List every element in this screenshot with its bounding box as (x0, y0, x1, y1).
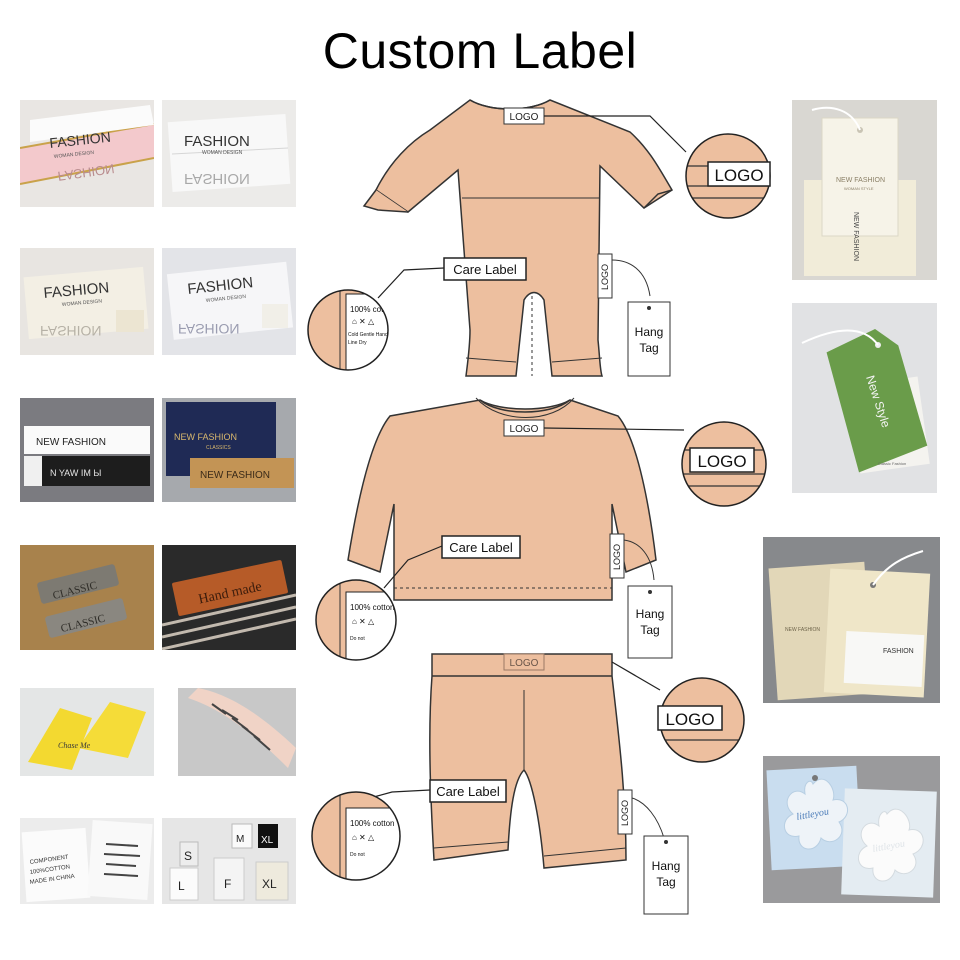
svg-text:WOMAN STYLE: WOMAN STYLE (844, 186, 874, 191)
svg-text:Hang: Hang (652, 859, 681, 873)
svg-text:FASHION: FASHION (184, 133, 250, 150)
svg-text:XL: XL (261, 835, 274, 846)
svg-text:Hang: Hang (635, 325, 664, 339)
pink-care-label-photo (178, 688, 296, 776)
romper-care-label-text: Care Label (453, 262, 517, 277)
svg-text:L: L (178, 879, 185, 893)
metal-plate-label-photo: CLASSIC CLASSIC (20, 545, 154, 650)
svg-text:FASHION: FASHION (40, 323, 101, 339)
svg-text:Hang: Hang (636, 607, 665, 621)
shirt-care-label-tag (441, 535, 521, 559)
size-tab-labels-photo: S M L F XL XL (162, 818, 296, 904)
white-fold-label-photo: FASHION WOMAN DESIGN FASHION (162, 100, 296, 207)
white-care-label-photo: COMPONENT 100%COTTON MADE IN CHINA (20, 818, 154, 904)
svg-text:100%COTTON: 100%COTTON (29, 864, 70, 876)
pants-side-logo-text: LOGO (620, 800, 630, 826)
svg-text:WOMAN DESIGN: WOMAN DESIGN (202, 150, 243, 156)
satin-ribbon-label-photo: FASHION WOMAN DESIGN FASHION (20, 100, 154, 207)
svg-text:Tag: Tag (656, 875, 675, 889)
pants-care-callout: 100% cotton ⌂ ✕ △ Do not (311, 791, 401, 881)
pants-care-label-tag (429, 779, 507, 803)
romper-garment (362, 99, 674, 377)
romper-side-logo-tag (597, 253, 613, 299)
pants-side-logo-tag (617, 789, 633, 835)
cream-hangtag-photo: NEW FASHION WOMAN STYLE NEW FASHION (792, 100, 937, 280)
svg-text:NEW FASHION: NEW FASHION (36, 437, 106, 448)
svg-text:WOMAN DESIGN: WOMAN DESIGN (54, 150, 95, 160)
svg-text:FASHION: FASHION (187, 274, 254, 298)
shirt-logo-callout: LOGO (681, 421, 767, 507)
shirt-hang-tag (627, 585, 673, 659)
svg-text:Tag: Tag (640, 623, 659, 637)
shirt-callout-logo-text: LOGO (697, 452, 746, 471)
pants-hang-tag (643, 835, 689, 915)
romper-logo-callout: LOGO (685, 133, 771, 219)
svg-text:NEW FASHION: NEW FASHION (852, 212, 859, 261)
white-woven-label-photo: NEW FASHION N YAW IM Ы (20, 398, 154, 502)
svg-text:Tag: Tag (639, 341, 658, 355)
svg-text:FASHION: FASHION (184, 170, 250, 187)
pants-garment (429, 653, 627, 869)
svg-text:⌂ ✕ △: ⌂ ✕ △ (352, 317, 375, 326)
svg-text:S: S (184, 849, 192, 863)
romper-callout-logo-text: LOGO (714, 166, 763, 185)
navy-woven-label-photo: NEW FASHION CLASSICS NEW FASHION (162, 398, 296, 502)
svg-text:CLASSICS: CLASSICS (206, 445, 231, 451)
romper-side-logo-text: LOGO (600, 264, 610, 290)
pants-waist-logo-tag (503, 653, 545, 671)
svg-text:Do not: Do not (350, 852, 365, 858)
yellow-label-photo: Chase Me (20, 688, 154, 776)
svg-text:Do not: Do not (350, 636, 365, 642)
shirt-side-logo-text: LOGO (612, 544, 622, 570)
shirt-garment (347, 397, 657, 601)
romper-care-label-tag (443, 257, 527, 281)
romper-neck-logo-text: LOGO (510, 112, 539, 123)
svg-text:M: M (236, 834, 244, 845)
svg-text:NEW FASHION: NEW FASHION (785, 627, 820, 633)
shirt-neck-logo-text: LOGO (510, 424, 539, 435)
kraft-hangtag-photo: NEW FASHION FASHION (763, 537, 940, 703)
leather-patch-label-photo: Hand made (162, 545, 296, 650)
svg-text:WOMAN DESIGN: WOMAN DESIGN (62, 298, 103, 308)
shirt-care-label-text: Care Label (449, 540, 513, 555)
svg-text:FASHION: FASHION (43, 279, 110, 302)
svg-text:NEW FASHION: NEW FASHION (174, 432, 237, 442)
svg-text:100% cotton: 100% cotton (350, 603, 394, 612)
svg-text:F: F (224, 877, 231, 891)
svg-text:Chase Me: Chase Me (58, 741, 91, 750)
pants-logo-callout: LOGO (657, 677, 745, 763)
svg-text:FASHION: FASHION (178, 321, 239, 337)
pants-waist-logo-text: LOGO (510, 658, 539, 669)
svg-text:Classic Fashion: Classic Fashion (878, 461, 906, 466)
svg-text:WOMAN DESIGN: WOMAN DESIGN (206, 294, 247, 304)
grey-fold-label-photo: FASHION WOMAN DESIGN FASHION (162, 248, 296, 355)
svg-text:NEW FASHION: NEW FASHION (836, 177, 885, 184)
romper-hang-tag (627, 301, 671, 377)
svg-text:Cold Gentle Hand Wash: Cold Gentle Hand Wash (348, 332, 402, 338)
ribbon-text: FASHION (49, 129, 112, 151)
svg-text:XL: XL (262, 877, 277, 891)
svg-text:NEW FASHION: NEW FASHION (200, 470, 270, 481)
pants-care-label-text: Care Label (436, 784, 500, 799)
garment-label-diagram: LOGO LOGO Care Label 100% cotton ⌂ ✕ △ C… (300, 90, 780, 950)
romper-care-callout: 100% cotton ⌂ ✕ △ Cold Gentle Hand Wash … (307, 289, 402, 371)
flower-hangtag-photo: littleyou littleyou (763, 756, 940, 903)
svg-text:100% cotton: 100% cotton (350, 305, 394, 314)
cream-fold-label-photo: FASHION WOMAN DESIGN FASHION (20, 248, 154, 355)
pants-callout-logo-text: LOGO (665, 710, 714, 729)
svg-text:FASHION: FASHION (883, 648, 914, 655)
svg-text:Line Dry: Line Dry (348, 340, 367, 346)
green-hangtag-photo: New Style Classic Fashion (792, 303, 937, 493)
svg-text:COMPONENT: COMPONENT (29, 855, 69, 866)
svg-text:⌂ ✕ △: ⌂ ✕ △ (352, 833, 375, 842)
svg-text:⌂ ✕ △: ⌂ ✕ △ (352, 617, 375, 626)
svg-text:100% cotton: 100% cotton (350, 819, 394, 828)
svg-text:N YAW IM Ы: N YAW IM Ы (50, 468, 101, 478)
page-title: Custom Label (322, 23, 638, 79)
shirt-side-logo-tag (609, 533, 625, 579)
